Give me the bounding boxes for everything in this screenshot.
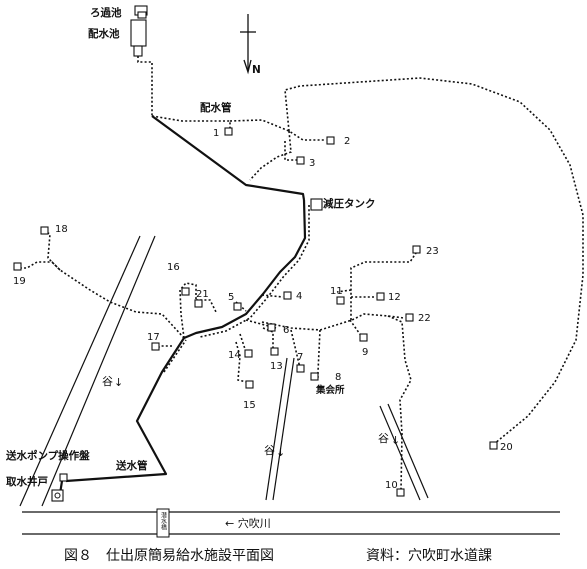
valley-arrow-west-icon: ↓	[114, 376, 123, 389]
pump-panel	[59, 473, 68, 482]
road-mid-a	[265, 357, 288, 501]
node-18: 18	[55, 224, 68, 235]
service-nodes: 1 2 3 4 5 6 7 8 9 10 11 12 13 14 15 16 1…	[13, 127, 513, 497]
road-mid-b	[272, 357, 295, 501]
pump-panel-label: 送水ポンプ操作盤	[5, 449, 90, 462]
node-11: 11	[330, 286, 343, 297]
meeting-hall-label: 集会所	[315, 384, 345, 396]
figure-caption: 図８ 仕出原簡易給水施設平面図	[64, 548, 274, 564]
node-19: 19	[13, 276, 26, 287]
dist-mid-4	[261, 294, 284, 298]
node-21: 21	[196, 289, 209, 300]
dist-upper-4	[284, 141, 297, 161]
supply-pipe	[65, 337, 185, 483]
road-east-b	[387, 403, 429, 499]
valley-label-mid: 谷	[264, 444, 275, 457]
main-pipe-upper	[151, 115, 306, 201]
pressure-tank: 減圧タンク	[310, 197, 376, 211]
node-2: 2	[344, 136, 350, 147]
node-3: 3	[309, 158, 315, 169]
road-east-a	[379, 405, 421, 501]
intake-well-label: 取水井戸	[6, 475, 48, 488]
valley-arrow-mid-icon: ↓	[276, 446, 285, 459]
supply-pipe-label: 送水管	[115, 459, 148, 472]
intake-well-icon	[51, 489, 64, 502]
road-west-b	[41, 235, 156, 507]
road-west-a	[19, 235, 141, 507]
valley-arrow-east-icon: ↓	[391, 434, 400, 447]
node-4: 4	[296, 291, 302, 302]
dist-south-14	[239, 333, 247, 353]
dist-west-18	[45, 231, 61, 271]
node-7: 7	[297, 352, 303, 363]
north-arrow-icon: N	[240, 14, 261, 76]
river-label: ← 穴吹川	[225, 516, 271, 530]
dist-east	[261, 313, 405, 331]
valley-label-east: 谷	[378, 432, 389, 445]
filter-pond: ろ過池	[90, 5, 148, 19]
node-17: 17	[147, 332, 160, 343]
node-5: 5	[228, 292, 234, 303]
valley-label-west: 谷	[102, 375, 113, 388]
main-pipe-arc-dotted	[199, 205, 310, 338]
node-1: 1	[213, 128, 219, 139]
dist-loop-20	[284, 77, 584, 445]
pressure-tank-label: 減圧タンク	[323, 197, 376, 210]
node-14: 14	[228, 350, 241, 361]
node-8: 8	[335, 372, 341, 383]
dist-west	[18, 261, 185, 339]
main-pipe-arc	[183, 199, 307, 340]
north-label: N	[252, 64, 261, 76]
pond-outlet-pipe	[137, 56, 153, 116]
bridge: 潜水橋	[156, 508, 170, 538]
filter-pond-label: ろ過池	[90, 6, 122, 19]
dist-upper-3	[249, 130, 292, 181]
distribution-pipe-label: 配水管	[200, 101, 232, 114]
node-23: 23	[426, 246, 439, 257]
distribution-pond-label: 配水池	[88, 27, 120, 40]
figure-source: 資料：穴吹町水道課	[366, 548, 492, 564]
node-9: 9	[362, 347, 368, 358]
dist-south-15	[235, 341, 248, 383]
node-16: 16	[167, 262, 180, 273]
dist-south-13	[262, 327, 274, 348]
dist-east-branch-22	[387, 315, 412, 491]
dist-upper-2	[229, 119, 324, 141]
bridge-label: 潜水橋	[160, 511, 167, 531]
node-12: 12	[388, 292, 401, 303]
distribution-pond: 配水池	[88, 19, 147, 57]
supply-pipe-dotted	[163, 339, 187, 373]
node-22: 22	[418, 313, 431, 324]
node-6: 6	[283, 325, 289, 336]
node-13: 13	[270, 361, 283, 372]
node-10: 10	[385, 480, 398, 491]
node-20: 20	[500, 442, 513, 453]
dist-west-17	[158, 345, 172, 348]
dist-south-8	[311, 329, 321, 378]
dist-east-branch-up	[350, 252, 417, 320]
node-15: 15	[243, 400, 256, 411]
